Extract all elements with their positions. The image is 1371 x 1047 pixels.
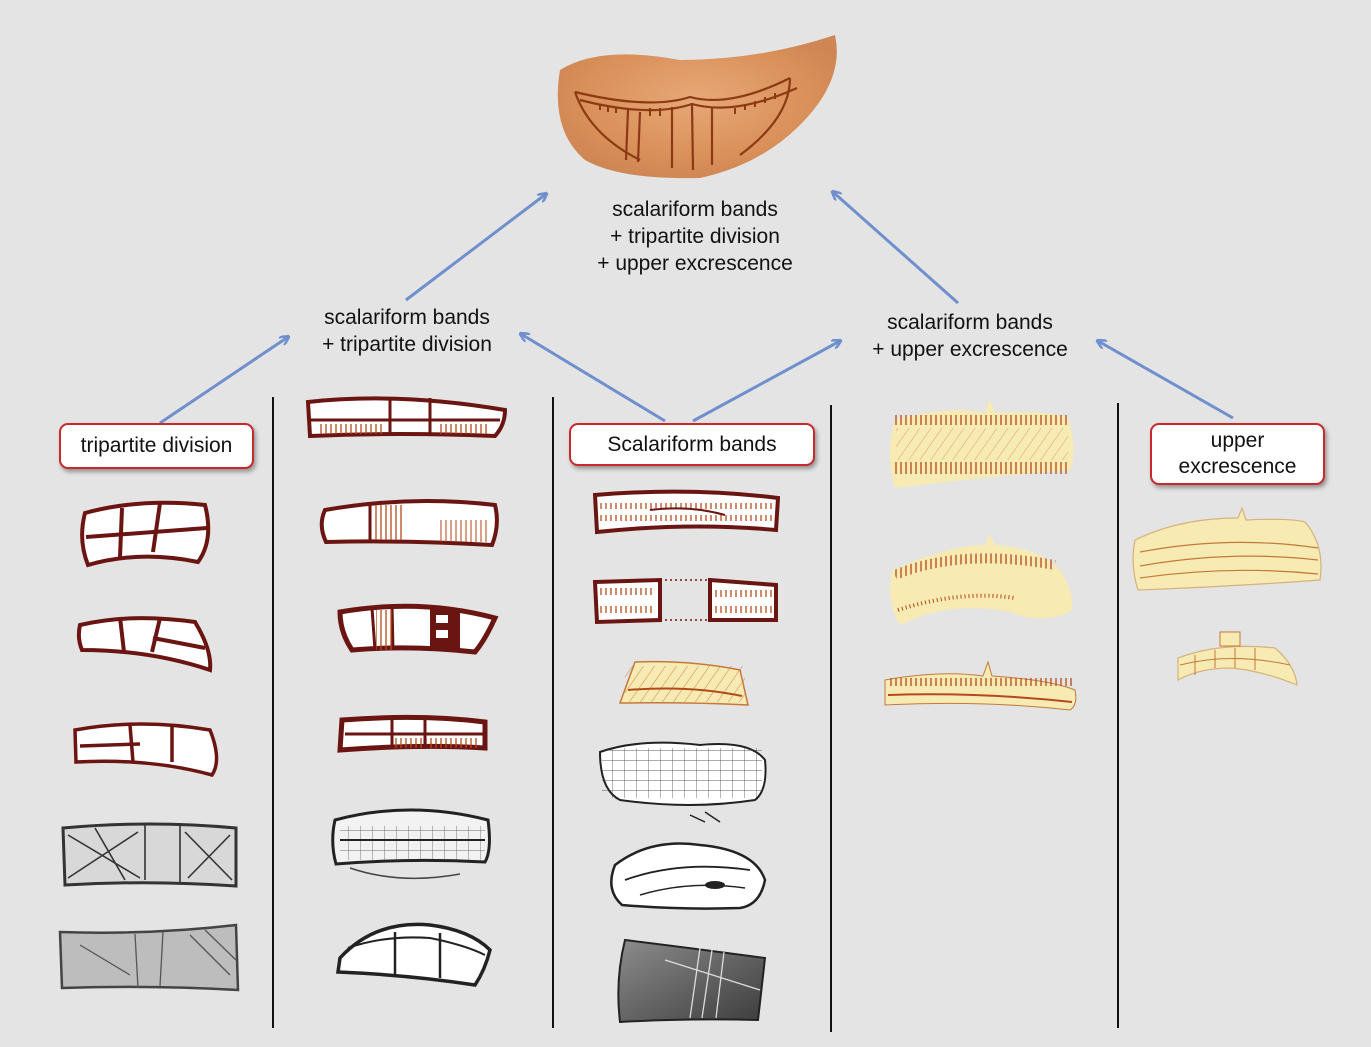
arrow-scalariform-to-right — [693, 341, 840, 421]
sct-figure-6 — [338, 924, 490, 985]
tripartite-figure-2 — [79, 617, 210, 670]
right-intermediate-label: scalariform bands + upper excrescence — [850, 309, 1090, 363]
arrow-scalariform-to-left — [521, 334, 665, 421]
scalariform-figure-1 — [595, 492, 778, 532]
sue-figure-2 — [890, 534, 1072, 625]
sue-figure-1 — [890, 400, 1074, 488]
sct-figure-4 — [340, 717, 485, 750]
category-excrescence-line-1: upper — [1211, 428, 1265, 454]
column-scalariform-figures — [595, 492, 778, 1022]
column-scalariform-tripartite-figures — [308, 398, 505, 985]
tripartite-figure-5 — [60, 925, 238, 990]
left-intermediate-line-2: + tripartite division — [292, 331, 522, 358]
arrow-tripartite-to-left — [160, 337, 288, 423]
category-box-upper-excrescence: upper excrescence — [1150, 423, 1325, 485]
column-excrescence-figures — [1133, 508, 1321, 685]
column-scalariform-excrescence-figures — [885, 400, 1076, 710]
category-excrescence-line-2: excrescence — [1179, 454, 1297, 480]
right-intermediate-line-1: scalariform bands — [850, 309, 1090, 336]
top-node-line-3: + upper excrescence — [565, 250, 825, 277]
scalariform-figure-5 — [611, 844, 765, 909]
sct-figure-2 — [322, 501, 497, 545]
excrescence-figure-1 — [1133, 508, 1321, 590]
sct-figure-1 — [308, 398, 505, 436]
right-intermediate-line-2: + upper excrescence — [850, 336, 1090, 363]
excrescence-figure-2 — [1178, 632, 1297, 685]
top-node-label: scalariform bands + tripartite division … — [565, 196, 825, 277]
category-box-tripartite: tripartite division — [59, 423, 254, 469]
tripartite-figure-3 — [75, 724, 217, 775]
left-intermediate-line-1: scalariform bands — [292, 304, 522, 331]
tripartite-figure-4 — [63, 823, 236, 886]
category-scalariform-label: Scalariform bands — [607, 432, 776, 458]
scalariform-figure-2 — [595, 580, 776, 622]
category-box-scalariform: Scalariform bands — [569, 423, 815, 466]
scalariform-figure-4 — [600, 743, 766, 822]
sue-figure-3 — [885, 662, 1076, 710]
arrow-right-to-top — [833, 192, 958, 303]
sct-figure-3 — [340, 606, 495, 652]
arrow-left-to-top — [406, 194, 546, 300]
tripartite-figure-1 — [82, 503, 208, 565]
sct-figure-5 — [333, 810, 490, 878]
scalariform-figure-3 — [620, 662, 748, 705]
top-node-line-2: + tripartite division — [565, 223, 825, 250]
top-node-line-1: scalariform bands — [565, 196, 825, 223]
scalariform-figure-6 — [618, 940, 765, 1022]
column-tripartite-figures — [60, 503, 238, 990]
left-intermediate-label: scalariform bands + tripartite division — [292, 304, 522, 358]
top-boat-figure — [558, 35, 837, 178]
category-tripartite-label: tripartite division — [81, 433, 233, 459]
